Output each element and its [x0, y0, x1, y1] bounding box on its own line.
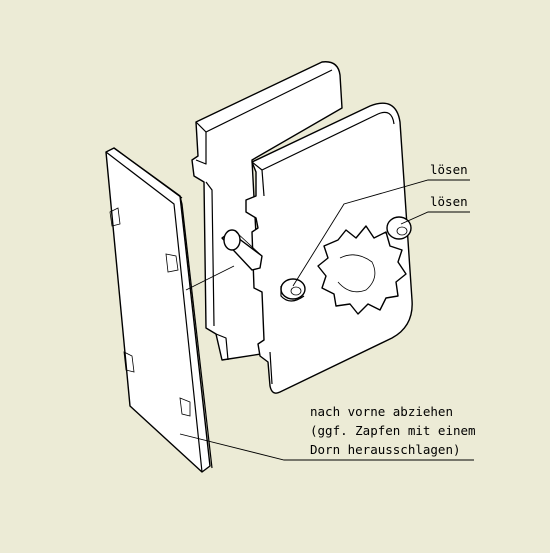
- cover-plate: [105, 147, 213, 473]
- leader-lines: [179, 179, 474, 461]
- leader-note: [179, 433, 474, 461]
- note-line-2: (ggf. Zapfen mit einem: [310, 423, 476, 438]
- removal-instruction-note: nach vorne abziehen (ggf. Zapfen mit ein…: [310, 402, 476, 459]
- leader-loosen-1: [292, 179, 470, 287]
- leader-pin: [185, 265, 235, 291]
- loosen-label-2: lösen: [430, 194, 468, 209]
- screw-left: [280, 278, 306, 302]
- note-line-3: Dorn herausschlagen): [310, 442, 461, 457]
- loosen-label-1: lösen: [430, 162, 468, 177]
- note-line-1: nach vorne abziehen: [310, 404, 453, 419]
- back-plate: [191, 61, 343, 361]
- connecting-pin: [221, 229, 263, 271]
- star-knob: [317, 225, 407, 315]
- leader-loosen-2: [400, 211, 470, 225]
- screw-right: [386, 216, 412, 240]
